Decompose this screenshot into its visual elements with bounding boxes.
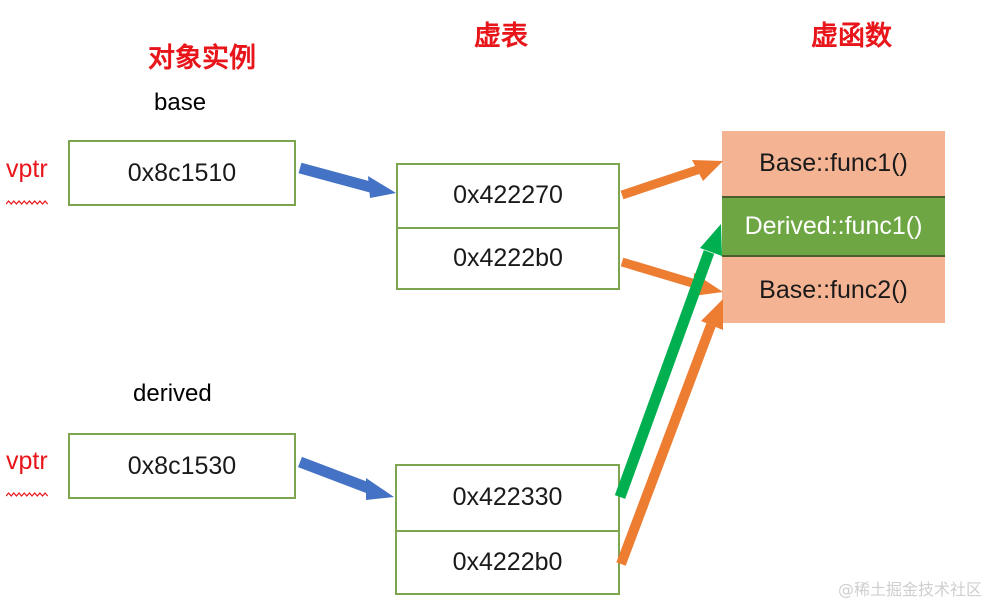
object-label-base: base — [154, 89, 207, 116]
arrow-base-vtable0-to-base-func1 — [620, 160, 723, 200]
object-label-derived: derived — [133, 380, 212, 407]
vtable-entry: 0x4222b0 — [398, 226, 618, 289]
spellcheck-squiggle-icon — [5, 475, 49, 497]
vptr-label-base: vptr — [5, 155, 49, 205]
arrow-derived-vtable1-to-base-func2 — [616, 299, 723, 566]
arrow-derived-obj-to-vtable — [298, 456, 394, 500]
heading-object-instances: 对象实例 — [148, 43, 256, 74]
arrow-base-vtable1-to-base-func2 — [620, 257, 723, 296]
watermark: @稀土掘金技术社区 — [838, 580, 983, 599]
vtable-entry: 0x422270 — [453, 181, 563, 210]
virtual-function-row-base-func1: Base::func1() — [722, 131, 945, 196]
object-address-derived: 0x8c1530 — [127, 451, 237, 480]
heading-vtable: 虚表 — [474, 21, 528, 52]
heading-virtual-functions: 虚函数 — [811, 21, 892, 52]
vptr-label-derived: vptr — [5, 447, 49, 497]
object-address-base: 0x8c1510 — [127, 158, 237, 187]
virtual-function-table: Base::func1() Derived::func1() Base::fun… — [722, 131, 945, 325]
object-box-base: 0x8c1510 — [68, 140, 296, 206]
virtual-function-row-derived-func1: Derived::func1() — [722, 196, 945, 257]
vptr-text-derived: vptr — [6, 447, 48, 475]
vtable-entry: 0x4222b0 — [397, 529, 618, 594]
arrow-derived-vtable0-to-derived-func1 — [614, 224, 722, 499]
vtable-box-derived: 0x422330 0x4222b0 — [395, 464, 620, 595]
spellcheck-squiggle-icon — [5, 183, 49, 205]
vtable-box-base: 0x422270 0x4222b0 — [396, 163, 620, 290]
object-box-derived: 0x8c1530 — [68, 433, 296, 499]
vptr-text-base: vptr — [6, 155, 48, 183]
vtable-entry: 0x422330 — [452, 483, 563, 512]
virtual-function-row-base-func2: Base::func2() — [722, 257, 945, 323]
arrow-base-obj-to-vtable — [298, 162, 396, 198]
